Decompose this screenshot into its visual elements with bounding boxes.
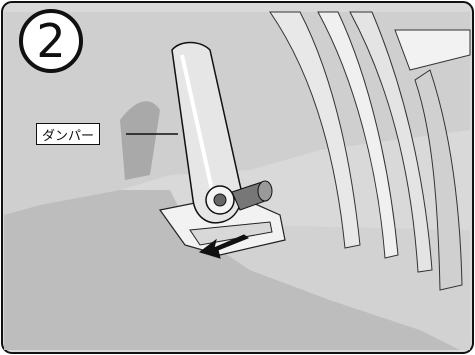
step-number-badge: 2 bbox=[19, 9, 83, 73]
step-number: 2 bbox=[36, 14, 66, 68]
bracket-slot bbox=[189, 221, 273, 246]
right-post bbox=[414, 69, 463, 291]
upper-right-bracket bbox=[394, 29, 471, 71]
curved-panel-1 bbox=[269, 11, 361, 249]
shadow-left bbox=[120, 101, 160, 180]
left-arrow-icon bbox=[198, 234, 250, 259]
floor-mat bbox=[4, 190, 460, 350]
damper-highlight bbox=[180, 54, 214, 191]
floor-panel bbox=[190, 225, 470, 350]
pin-head bbox=[257, 180, 273, 202]
curved-panel-2 bbox=[317, 11, 399, 259]
damper-label-text: ダンパー bbox=[42, 128, 95, 144]
curved-panel-3 bbox=[349, 11, 433, 273]
damper-callout-label: ダンパー bbox=[36, 123, 101, 145]
damper-eye-hole bbox=[213, 193, 227, 207]
